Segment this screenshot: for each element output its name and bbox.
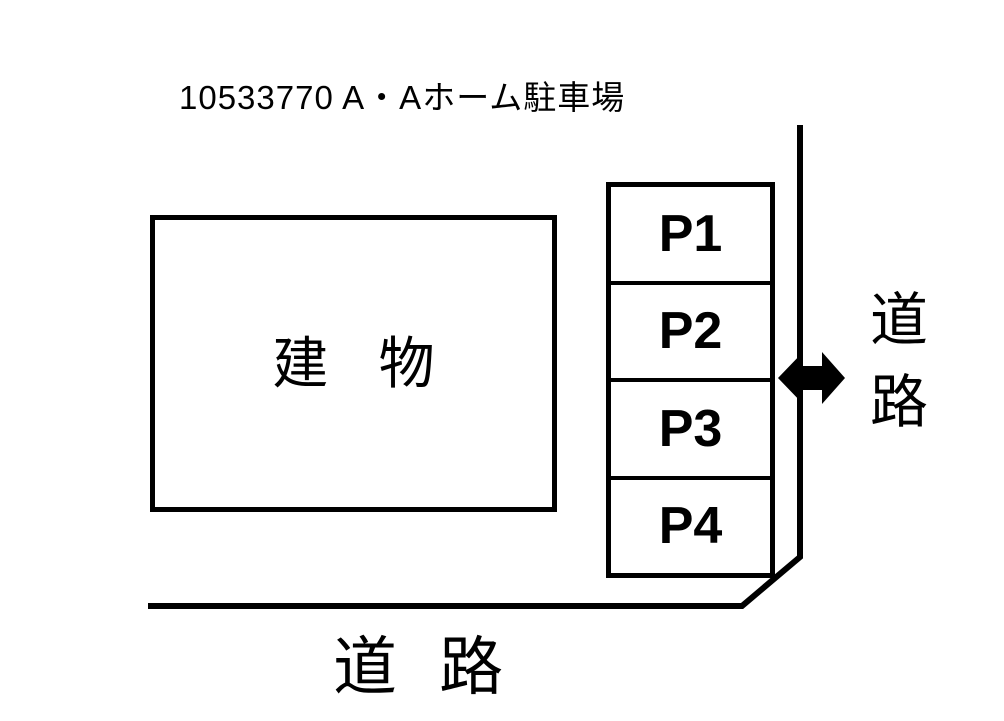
map-title: 10533770 A・Aホーム駐車場	[179, 79, 626, 116]
parking-space-p2: P2	[611, 285, 770, 382]
parking-space-p1: P1	[611, 187, 770, 285]
parking-space-p2-label: P2	[658, 302, 723, 361]
building-label: 建 物	[272, 331, 435, 395]
double-arrow-icon	[778, 352, 845, 404]
parking-space-p3-label: P3	[658, 399, 723, 458]
road-label-right-char2: 路	[869, 370, 928, 435]
parking-space-p1-label: P1	[658, 204, 723, 263]
building-outline: 建 物	[150, 215, 557, 512]
road-label-right: 道 路	[863, 292, 935, 432]
road-label-bottom: 道 路	[333, 631, 504, 703]
parking-spaces-column: P1 P2 P3 P4	[606, 182, 775, 578]
parking-space-p3: P3	[611, 382, 770, 480]
road-label-right-char1: 道	[869, 288, 928, 353]
parking-space-p4-label: P4	[658, 497, 723, 556]
parking-space-p4: P4	[611, 480, 770, 574]
